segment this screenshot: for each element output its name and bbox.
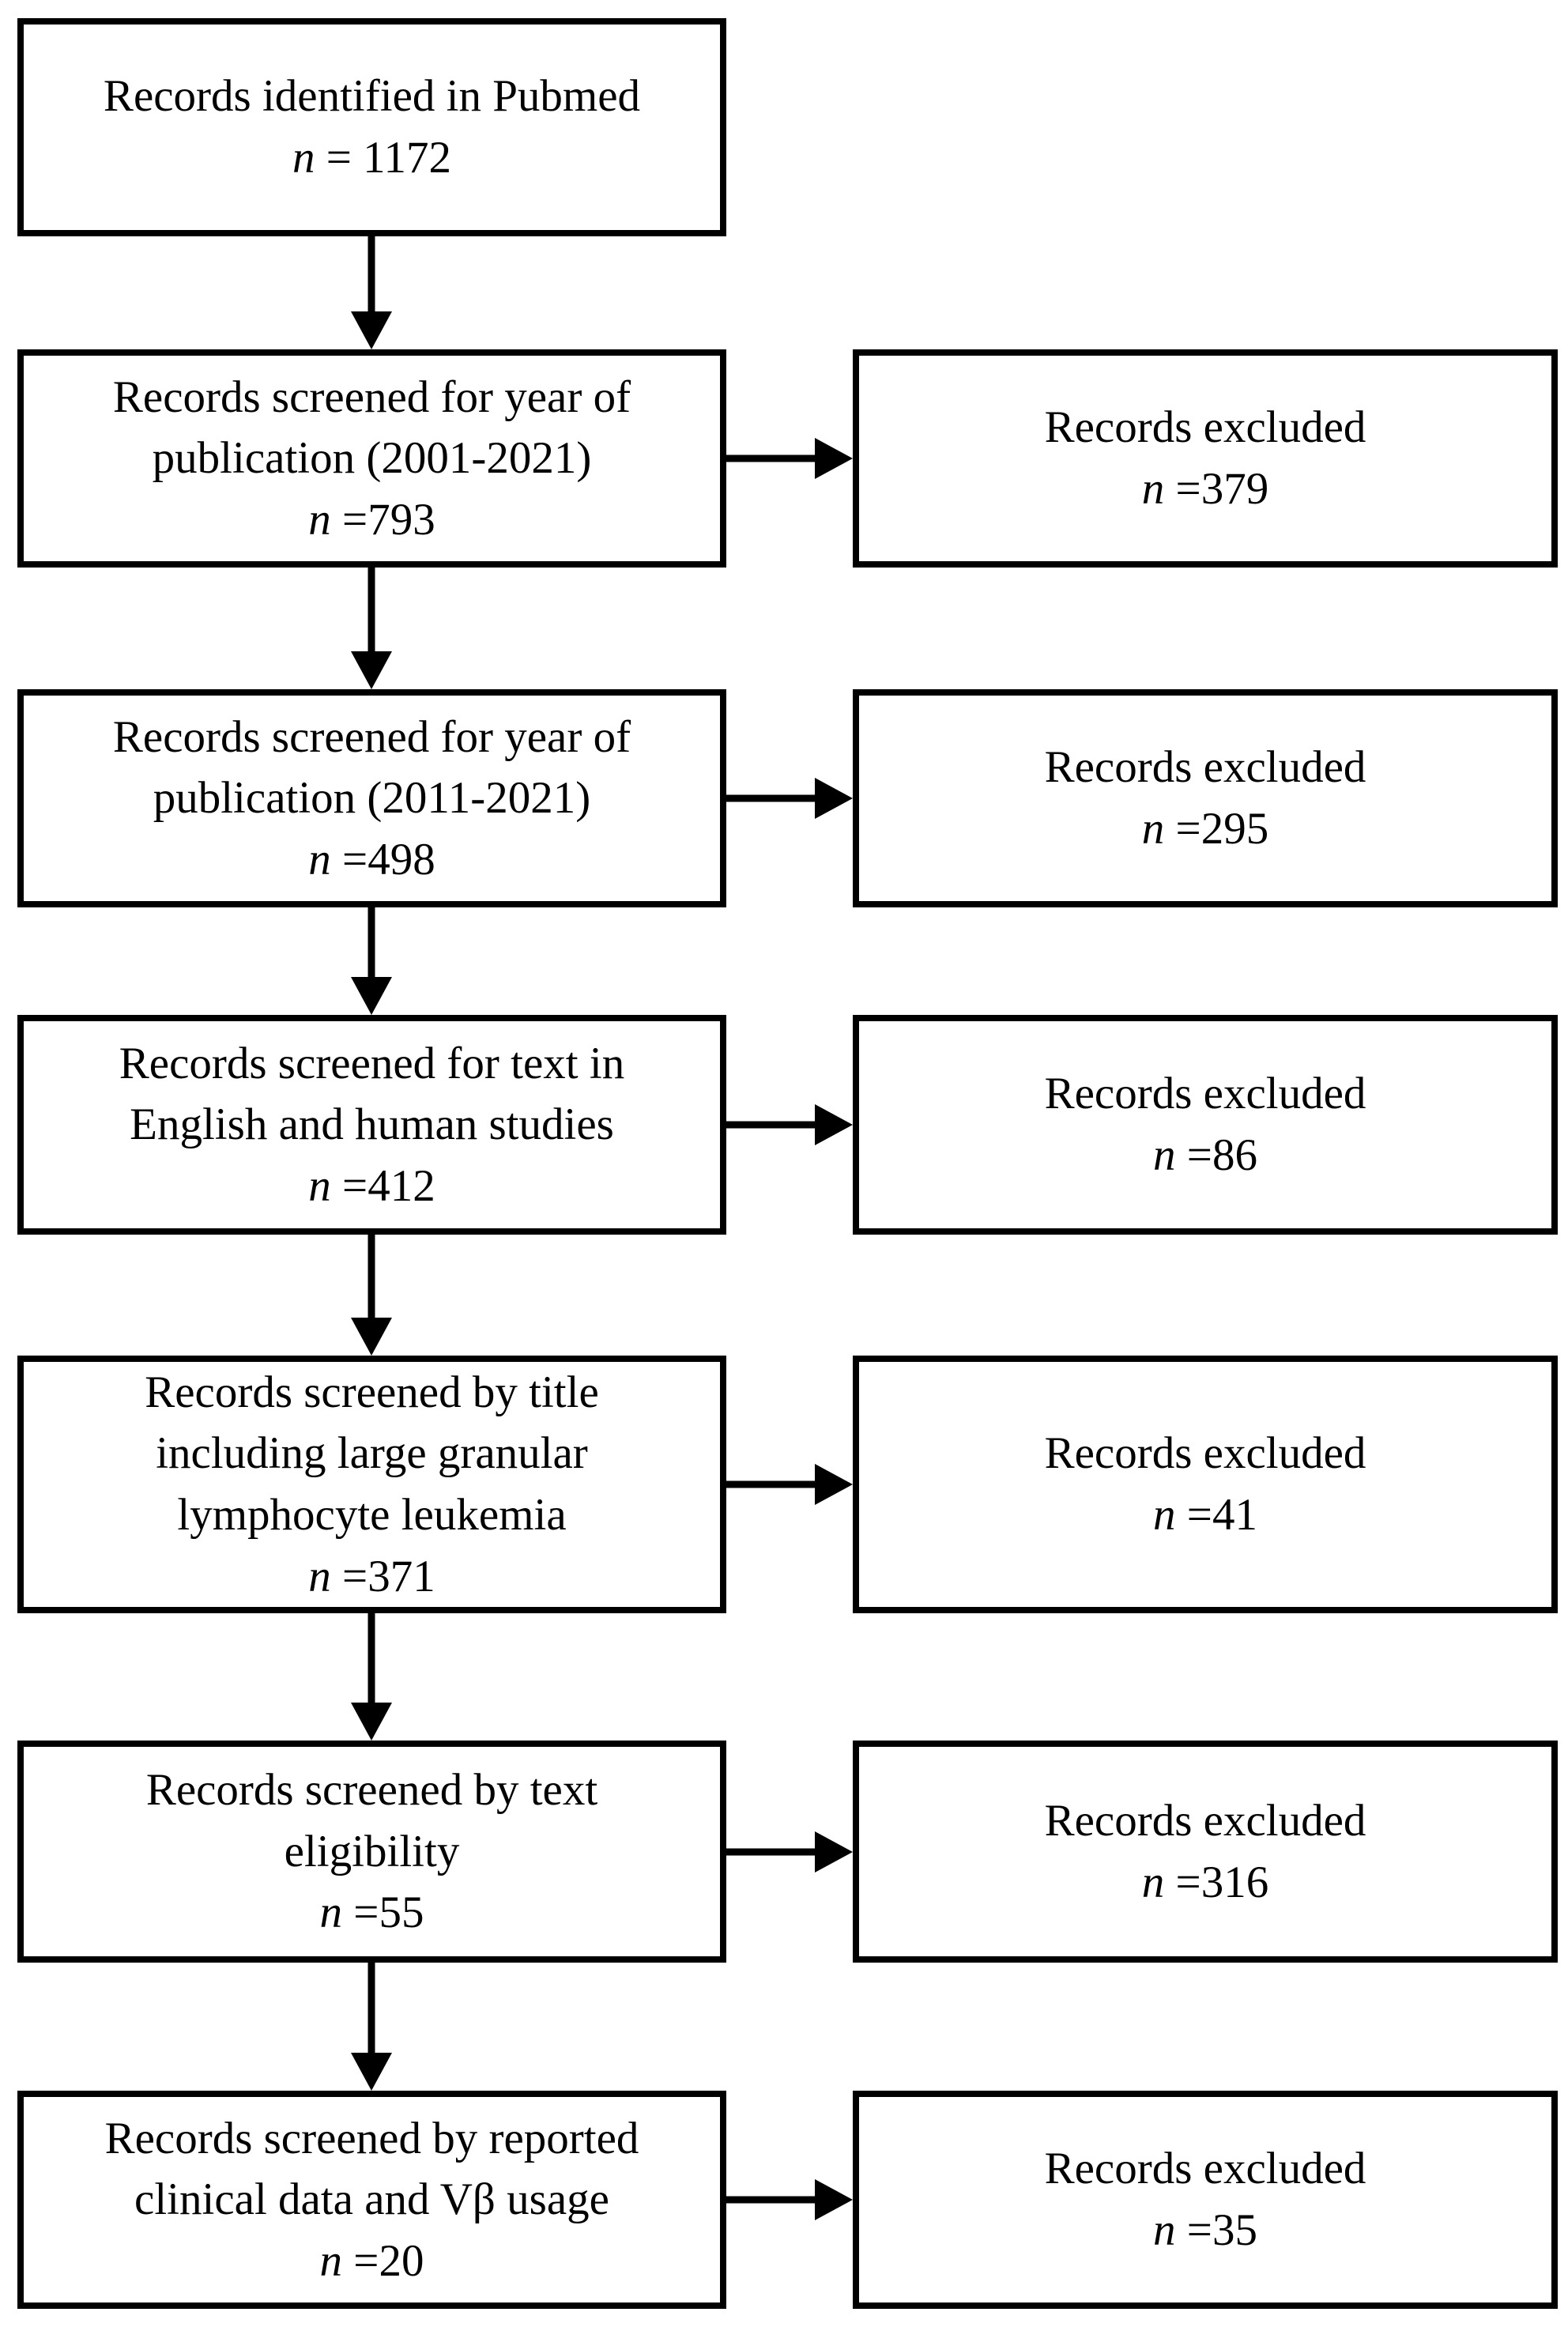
box-count: n =55: [320, 1882, 424, 1944]
right-arrow-row3: [723, 778, 853, 819]
n-value: =498: [330, 834, 435, 884]
right-arrow-row5: [723, 1464, 853, 1505]
box-count: n =371: [308, 1546, 435, 1608]
box-label: Records identified in Pubmed: [103, 71, 641, 122]
box-label: Records excluded: [1044, 1428, 1366, 1479]
n-symbol: n: [292, 133, 315, 183]
n-value: =371: [330, 1551, 435, 1601]
down-arrow-6: [351, 1959, 392, 2091]
n-symbol: n: [308, 494, 331, 545]
box-excluded-row6: Records excluded n =316: [853, 1741, 1558, 1963]
down-arrow-5: [351, 1610, 392, 1741]
box-excluded-row7: Records excluded n =35: [853, 2091, 1558, 2309]
n-symbol: n: [308, 834, 331, 884]
down-arrow-3: [351, 904, 392, 1015]
box-count: n =498: [308, 829, 435, 891]
box-excluded-row5: Records excluded n =41: [853, 1356, 1558, 1613]
n-symbol: n: [1141, 464, 1165, 514]
box-count: n =86: [1153, 1125, 1257, 1186]
box-label: Records excluded: [1044, 1069, 1366, 1119]
n-symbol: n: [1153, 1490, 1176, 1540]
n-symbol: n: [1153, 2205, 1176, 2255]
box-excluded-row4: Records excluded n =86: [853, 1015, 1558, 1235]
n-symbol: n: [319, 2235, 343, 2286]
n-value: =316: [1164, 1857, 1269, 1907]
box-label: Records excluded: [1044, 1795, 1366, 1846]
right-arrow-row7: [723, 2179, 853, 2220]
box-count: n =20: [320, 2231, 424, 2292]
n-value: =295: [1164, 804, 1269, 854]
n-value: =793: [330, 494, 435, 545]
box-excluded-row3: Records excluded n =295: [853, 689, 1558, 907]
n-value: =412: [330, 1160, 435, 1211]
down-arrow-1: [351, 233, 392, 349]
box-count: n =41: [1153, 1484, 1257, 1546]
n-value: =35: [1175, 2205, 1257, 2255]
n-symbol: n: [1141, 804, 1165, 854]
box-count: n =412: [308, 1156, 435, 1217]
box-count: n =35: [1153, 2200, 1257, 2261]
box-count: n =316: [1142, 1852, 1268, 1914]
n-value: =55: [342, 1888, 424, 1938]
right-arrow-row4: [723, 1104, 853, 1145]
down-arrow-4: [351, 1231, 392, 1356]
n-value: = 1172: [315, 133, 452, 183]
box-label: Records excluded: [1044, 742, 1366, 793]
n-symbol: n: [308, 1160, 331, 1211]
down-arrow-2: [351, 564, 392, 689]
box-records-identified: Records identified in Pubmed n = 1172: [17, 18, 726, 236]
n-value: =86: [1175, 1130, 1257, 1180]
n-value: =379: [1164, 464, 1269, 514]
box-label: Records excluded: [1044, 2144, 1366, 2194]
n-value: =41: [1175, 1490, 1257, 1540]
right-arrow-row6: [723, 1831, 853, 1873]
box-count: n =793: [308, 489, 435, 551]
n-symbol: n: [308, 1551, 331, 1601]
n-symbol: n: [1141, 1857, 1165, 1907]
box-count: n =295: [1142, 798, 1268, 860]
box-label: Records excluded: [1044, 402, 1366, 453]
right-arrow-row2: [723, 438, 853, 479]
box-count: n =379: [1142, 458, 1268, 520]
box-excluded-row2: Records excluded n =379: [853, 349, 1558, 568]
n-value: =20: [342, 2235, 424, 2286]
n-symbol: n: [319, 1888, 343, 1938]
box-count: n = 1172: [292, 127, 451, 189]
n-symbol: n: [1153, 1130, 1176, 1180]
